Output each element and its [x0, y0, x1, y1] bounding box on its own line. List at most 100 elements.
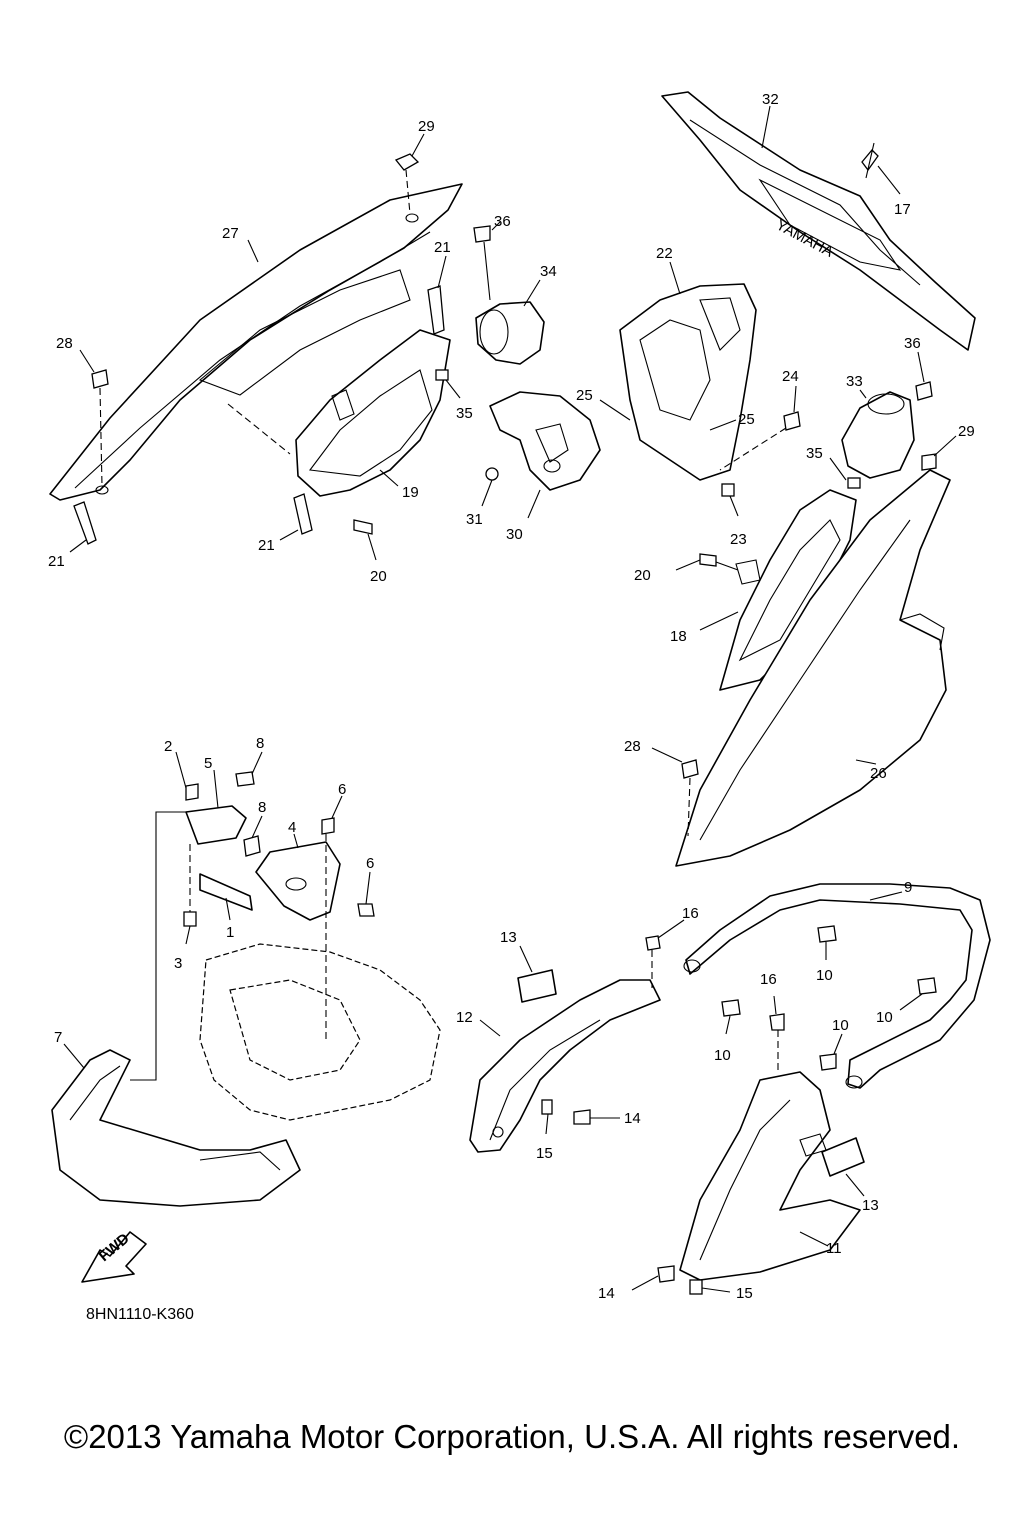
part-27-left-side-cover: [49, 183, 463, 501]
callout-35-left: 35: [456, 405, 473, 422]
part-14-screw-right: [657, 1265, 675, 1283]
callout-17: 17: [894, 201, 911, 218]
part-36-bolt-right: [915, 381, 933, 401]
part-33-lens-right: [841, 391, 915, 479]
callout-26: 26: [870, 765, 887, 782]
part-4-plate: [255, 841, 341, 921]
part-10-bolt-a: [817, 925, 837, 943]
callout-15-left: 15: [536, 1145, 553, 1162]
callout-24: 24: [782, 368, 799, 385]
callout-16-left: 16: [682, 905, 699, 922]
callout-19: 19: [402, 484, 419, 501]
callout-5: 5: [204, 755, 212, 772]
part-30-bracket: [489, 391, 601, 491]
callout-10-c: 10: [876, 1009, 893, 1026]
callout-8-upper: 8: [256, 735, 264, 752]
callout-30: 30: [506, 526, 523, 543]
part-36-bolt-left: [473, 225, 491, 243]
part-17-rivet: [861, 142, 879, 179]
part-29-bolt-upper: [394, 153, 420, 171]
callout-13-left: 13: [500, 929, 517, 946]
part-21-tie-mid: [293, 493, 313, 535]
part-16-bolt-left: [645, 935, 661, 951]
part-5-bracket: [185, 805, 247, 845]
fwd-arrow-icon: FWD: [81, 1230, 147, 1283]
part-22-front-cover: [619, 283, 757, 481]
callout-21-mid: 21: [258, 537, 275, 554]
part-6-bolt-upper: [321, 817, 335, 835]
part-24-screw: [783, 411, 801, 431]
part-1-stay: [199, 873, 253, 911]
part-15-clip-left: [541, 1099, 553, 1115]
callout-12: 12: [456, 1009, 473, 1026]
callout-28-left: 28: [56, 335, 73, 352]
callout-23: 23: [730, 531, 747, 548]
copyright-notice: ©2013 Yamaha Motor Corporation, U.S.A. A…: [63, 1418, 961, 1455]
callout-28-right: 28: [624, 738, 641, 755]
part-3-nut: [183, 911, 197, 927]
callout-15-right: 15: [736, 1285, 753, 1300]
part-10-bolt-c: [917, 977, 937, 995]
part-23-nut: [721, 483, 735, 497]
callout-2: 2: [164, 738, 172, 755]
callout-16-right: 16: [760, 971, 777, 988]
part-12-front-fender-left: [469, 979, 661, 1153]
part-31-grommet: [485, 467, 499, 481]
callout-6-upper: 6: [338, 781, 346, 798]
part-34-lens-left: [475, 301, 545, 365]
callout-22: 22: [656, 245, 673, 262]
part-11-front-fender-right: [679, 1071, 861, 1281]
callout-36-left: 36: [494, 213, 511, 230]
part-7-lower-fairing: [51, 1049, 301, 1207]
callout-25-left: 25: [576, 387, 593, 404]
callout-10-d: 10: [832, 1017, 849, 1034]
part-13-decal-right: [821, 1137, 865, 1177]
part-10-bolt-d: [819, 1053, 837, 1071]
exploded-parts-diagram: YAMAHA 32 17 27 29 28 21 19: [48, 91, 991, 1300]
callout-14-right: 14: [598, 1285, 615, 1300]
callout-14-left: 14: [624, 1110, 641, 1127]
part-28-bolt-right: [681, 759, 699, 779]
callout-31: 31: [466, 511, 483, 528]
callout-10-b: 10: [714, 1047, 731, 1064]
part-21-tie-upper: [427, 285, 445, 335]
callout-32: 32: [762, 91, 779, 108]
callout-29-upper: 29: [418, 118, 435, 135]
part-28-bolt-left: [91, 369, 109, 389]
callout-34: 34: [540, 263, 557, 280]
callout-13-right: 13: [862, 1197, 879, 1214]
callout-7: 7: [54, 1029, 62, 1046]
callout-11: 11: [826, 1240, 842, 1257]
part-35-clip-right: [847, 477, 861, 489]
part-13-decal-left: [517, 969, 557, 1003]
callout-9: 9: [904, 879, 912, 896]
callout-1: 1: [226, 924, 234, 941]
callout-4: 4: [288, 819, 296, 836]
frame-reference: [199, 943, 441, 1121]
part-20-screw-right: [699, 553, 717, 567]
callout-6-lower: 6: [366, 855, 374, 872]
callout-21-upper: 21: [434, 239, 451, 256]
part-15-clip-right: [689, 1279, 703, 1295]
callout-20-left: 20: [370, 568, 387, 585]
callout-35-right: 35: [806, 445, 823, 462]
callout-3: 3: [174, 955, 182, 972]
callout-33: 33: [846, 373, 863, 390]
part-2-bolt: [185, 783, 199, 801]
callout-21-left: 21: [48, 553, 65, 570]
callout-10-a: 10: [816, 967, 833, 984]
part-29-bolt-right: [921, 453, 937, 471]
diagram-reference-code: 8HN1110-K360: [86, 1306, 194, 1323]
callout-8-lower: 8: [258, 799, 266, 816]
callout-18: 18: [670, 628, 687, 645]
callout-36-right: 36: [904, 335, 921, 352]
callout-27: 27: [222, 225, 239, 242]
part-8-bolt-lower: [243, 835, 261, 857]
part-16-bolt-right: [769, 1013, 785, 1031]
part-21-tie-left: [73, 501, 97, 545]
callout-29-right: 29: [958, 423, 975, 440]
part-26-right-side-cover: [675, 469, 951, 867]
part-35-clip-left: [435, 369, 449, 381]
part-8-bolt-upper: [235, 771, 255, 787]
part-20-screw-left: [353, 519, 373, 535]
